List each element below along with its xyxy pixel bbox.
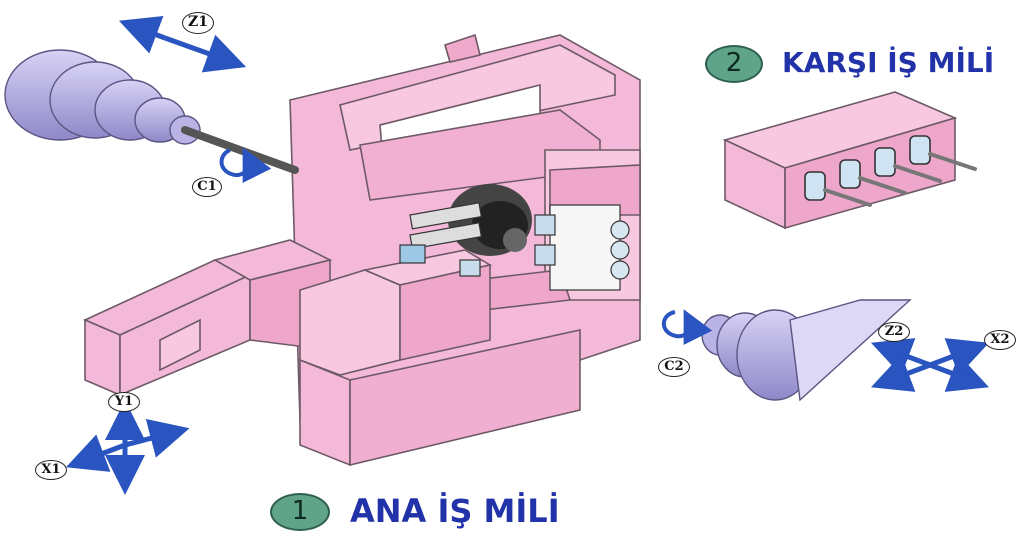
axis-arrows <box>65 16 990 495</box>
front-housing <box>299 249 493 376</box>
x2-arrow <box>929 338 990 376</box>
c1-label: C1 <box>192 177 222 197</box>
spindle1-title: ANA İŞ MİLİ <box>350 492 560 530</box>
z2-arrow <box>870 338 931 376</box>
spindle1-badge: 1 <box>270 493 330 531</box>
x1-arrow-right <box>124 418 190 458</box>
z1-arrow-back <box>118 16 166 54</box>
z1-arrow <box>164 34 247 73</box>
x2-arrow-back <box>870 354 931 392</box>
spindle2-badge: 2 <box>705 45 763 83</box>
rotation-arrows <box>219 147 713 346</box>
motor-body <box>83 239 333 397</box>
c2-rotation-icon <box>661 309 713 346</box>
counter-spindle <box>701 299 912 402</box>
c2-label: C2 <box>658 357 690 377</box>
counter-tool-block <box>722 91 977 230</box>
y1-label: Y1 <box>108 392 140 412</box>
c1-rotation-icon <box>219 147 272 184</box>
z2-arrow-back <box>929 354 990 392</box>
x2-label: X2 <box>984 330 1016 350</box>
z2-label: Z2 <box>878 322 910 342</box>
main-spindle <box>4 49 299 174</box>
x1-arrow-left <box>65 434 126 472</box>
spindle2-title: KARŞI İŞ MİLİ <box>782 46 995 79</box>
tool-blocks <box>399 202 630 291</box>
x1-label: X1 <box>35 460 67 480</box>
z1-label: Z1 <box>182 12 214 34</box>
